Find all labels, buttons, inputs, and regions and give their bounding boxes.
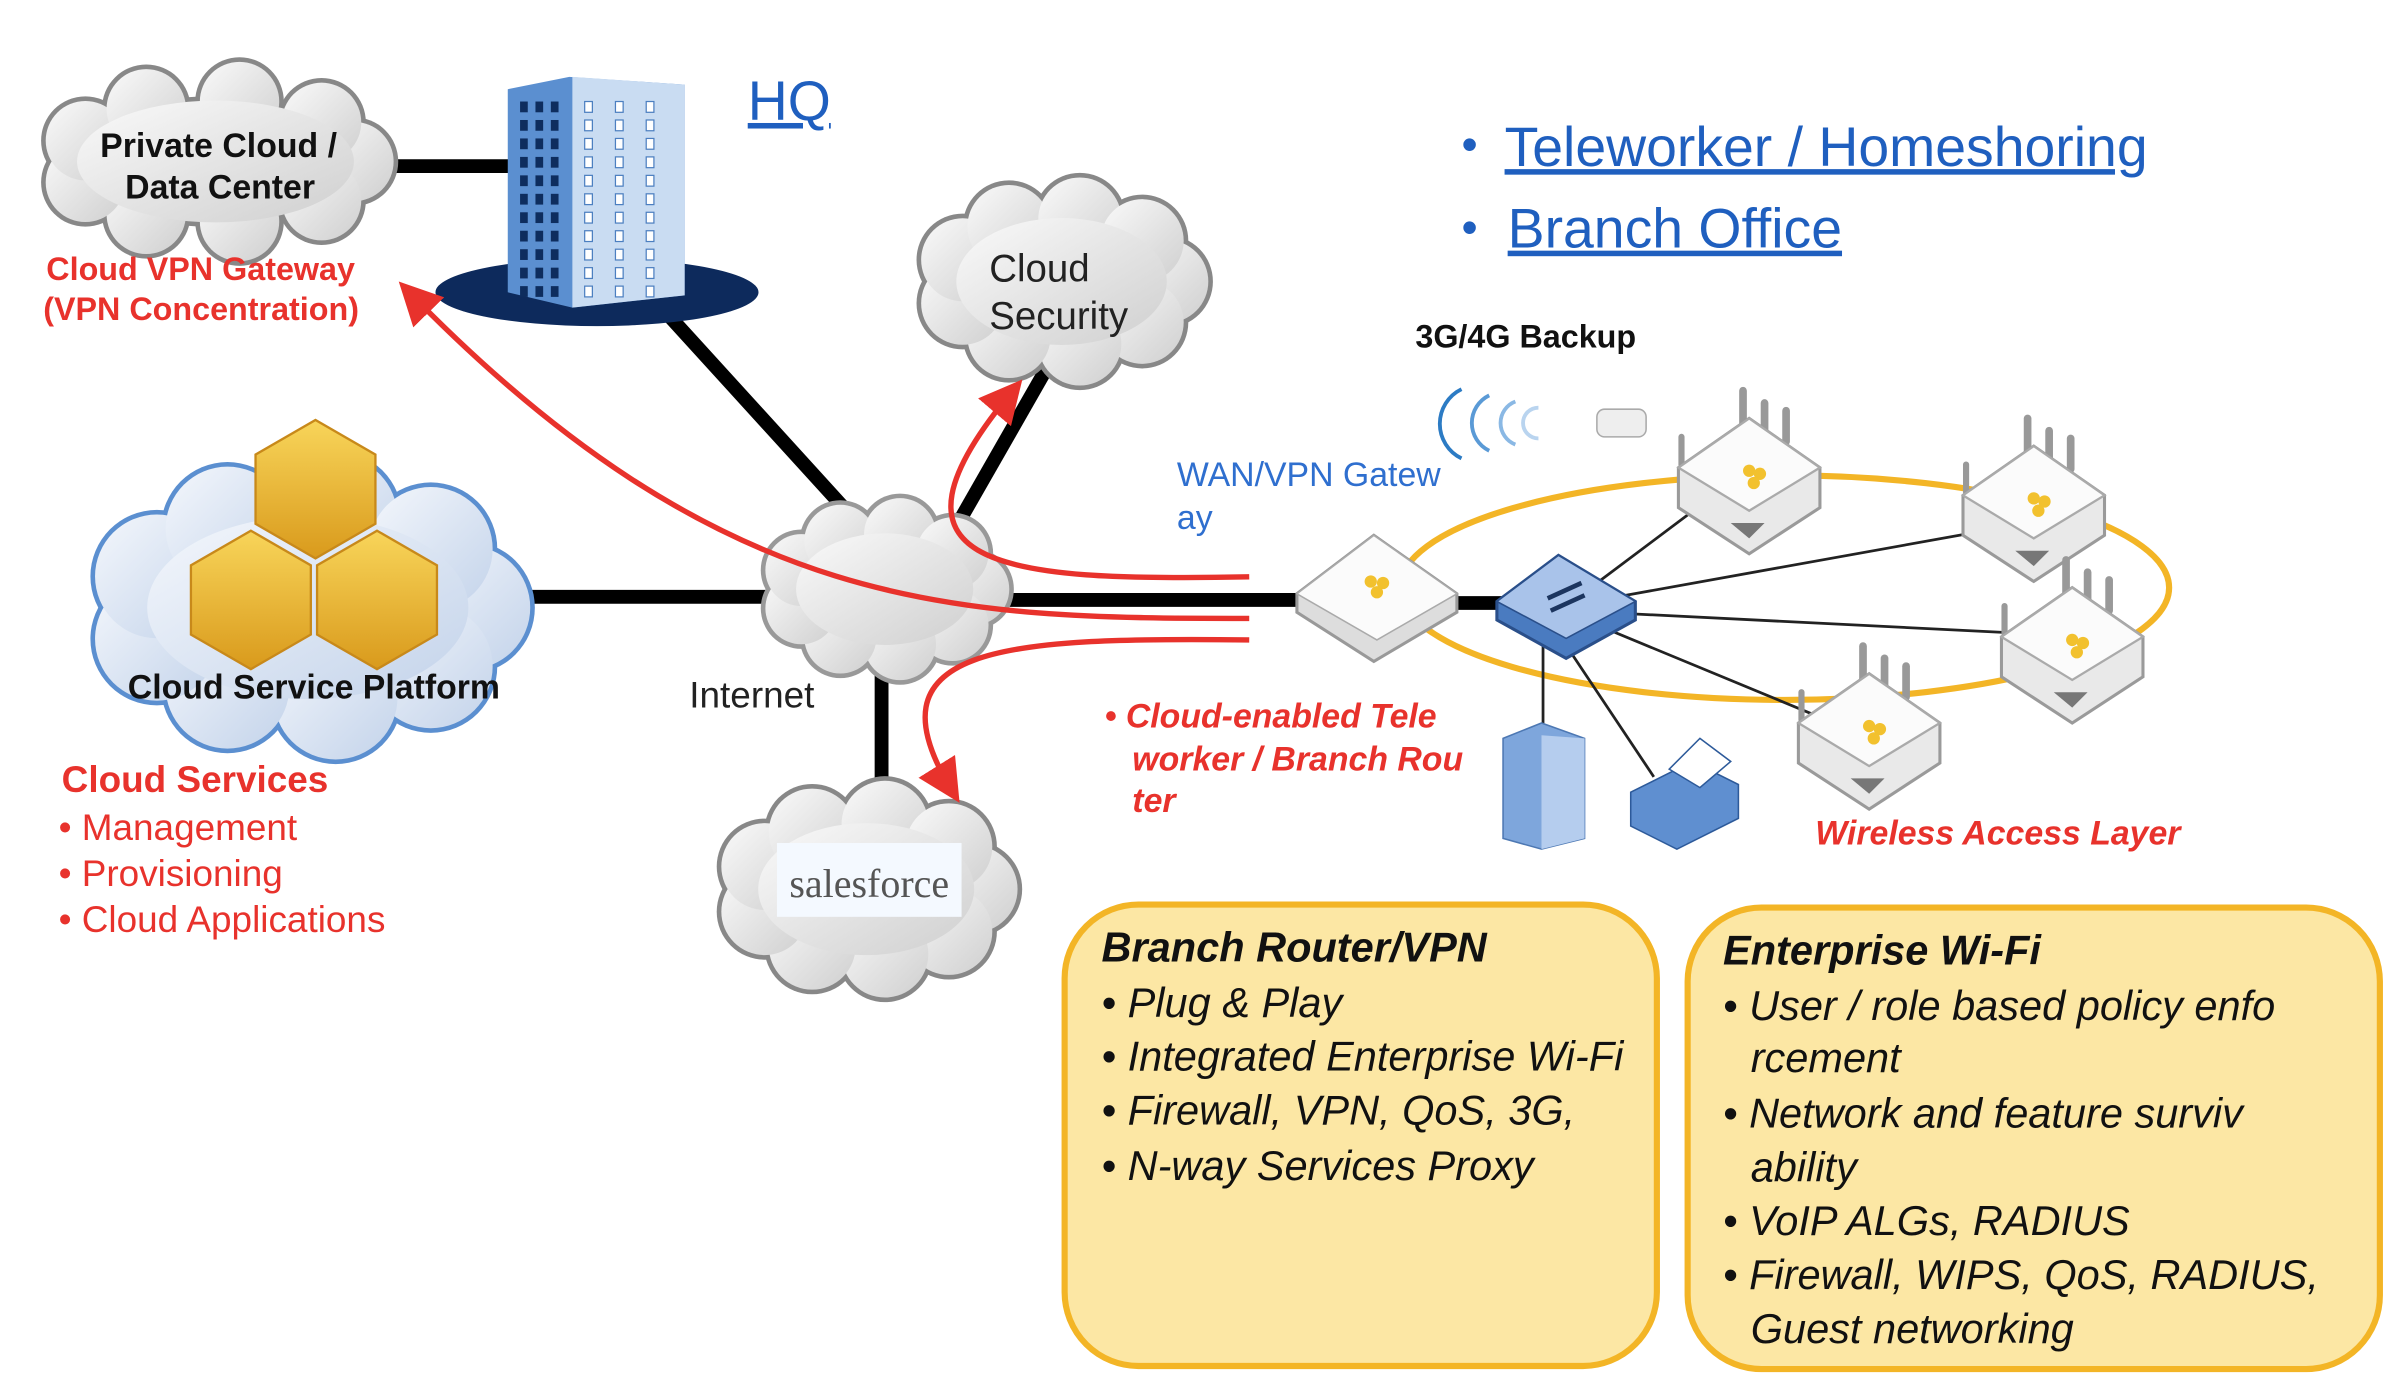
traffic-arrows [398, 281, 1250, 803]
teleworker-link[interactable]: Teleworker / Homeshoring [1505, 116, 2148, 178]
branch-box-item: • Plug & Play [1102, 979, 1345, 1026]
teleworker-note-2: worker / Branch Rou [1132, 741, 1463, 779]
wan-gateway-label-1: WAN/VPN Gatew [1177, 456, 1441, 494]
wireless-signal-icon [1437, 387, 1539, 461]
branch-box-item: • Integrated Enterprise Wi-Fi [1102, 1033, 1626, 1080]
wireless-access-layer-label: Wireless Access Layer [1815, 815, 2182, 853]
cloud-platform-hexagons-icon [189, 418, 439, 671]
internet-label: Internet [689, 675, 814, 716]
wifi-box-item: rcement [1751, 1034, 1902, 1081]
cloud-services-item: • Management [59, 807, 298, 848]
backbone-links [392, 159, 1516, 800]
teleworker-note-3: ter [1132, 782, 1177, 820]
lan-links [1541, 498, 2031, 778]
wifi-box-item: • Firewall, WIPS, QoS, RADIUS, [1723, 1251, 2319, 1298]
salesforce-logo: salesforce [776, 842, 962, 917]
server-icon [1502, 722, 1586, 850]
vpn-gateway-label-1: Cloud VPN Gateway [46, 251, 355, 287]
access-point-icon [1798, 646, 1940, 809]
backup-label: 3G/4G Backup [1415, 319, 1636, 355]
vpn-gateway-label-2: (VPN Concentration) [43, 291, 359, 327]
internet-cloud [760, 493, 1014, 685]
hq-building-icon [435, 76, 759, 327]
private-cloud [41, 57, 399, 266]
teleworker-note-1: • Cloud-enabled Tele [1105, 698, 1437, 736]
branch-router-icon [1295, 533, 1459, 664]
printer-icon [1629, 737, 1740, 850]
wifi-box-item: • VoIP ALGs, RADIUS [1723, 1197, 2130, 1244]
cloud-service-platform-label: Cloud Service Platform [128, 668, 500, 706]
cloud-security-cloud [916, 172, 1213, 391]
branch-box-item: • Firewall, VPN, QoS, 3G, [1102, 1086, 1576, 1133]
access-point-icon [1963, 418, 2105, 581]
wifi-box-item: Guest networking [1751, 1305, 2074, 1352]
branch-box-item: • N-way Services Proxy [1102, 1142, 1536, 1189]
access-point-icon [2001, 560, 2143, 723]
branch-router-box: Branch Router/VPN • Plug & Play • Integr… [1061, 901, 1660, 1370]
wifi-box-item: • User / role based policy enfo [1723, 982, 2275, 1029]
wifi-box-title: Enterprise Wi-Fi [1723, 927, 2042, 974]
private-cloud-label-1: Private Cloud / [100, 127, 337, 165]
wifi-box-item: • Network and feature surviv [1723, 1090, 2245, 1137]
bullet: • [1462, 201, 1478, 253]
branch-box-title: Branch Router/VPN [1102, 923, 1488, 970]
cloud-services-item: • Provisioning [59, 853, 283, 894]
hq-link[interactable]: HQ [748, 70, 831, 132]
cloud-security-label-1: Cloud [989, 248, 1089, 291]
wan-gateway-label-2: ay [1177, 499, 1213, 537]
enterprise-wifi-box: Enterprise Wi-Fi • User / role based pol… [1684, 904, 2383, 1373]
cloud-services-title: Cloud Services [62, 759, 329, 800]
cloud-security-label-2: Security [989, 295, 1129, 338]
bullet: • [1462, 118, 1478, 170]
access-point-icon [1678, 391, 1820, 554]
branch-office-link[interactable]: Branch Office [1508, 198, 1842, 260]
switch-icon [1495, 553, 1637, 661]
private-cloud-label-2: Data Center [125, 168, 315, 206]
cloud-services-item: • Cloud Applications [59, 899, 386, 940]
wifi-box-item: ability [1751, 1143, 1859, 1190]
svg-text:salesforce: salesforce [789, 861, 949, 906]
usb-modem-icon [1596, 408, 1647, 438]
